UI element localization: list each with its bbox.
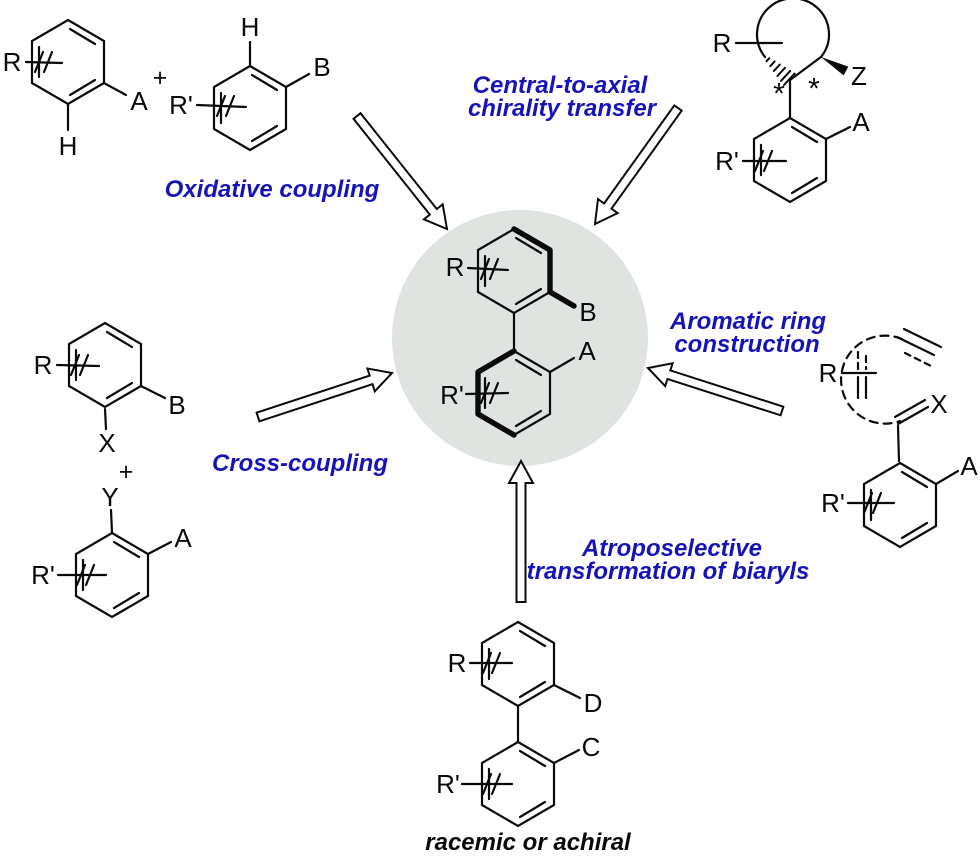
atom-label-r-prime: R' xyxy=(715,146,739,176)
ring-construction-structure: R X A R' xyxy=(819,327,978,549)
arrow-chirality-transfer xyxy=(593,104,684,226)
alkyne-bond xyxy=(902,327,943,349)
dashed-alkyne-bond xyxy=(903,351,933,368)
atom-label-a: A xyxy=(960,451,978,481)
atom-label-b: B xyxy=(579,297,596,327)
plus-sign: + xyxy=(119,458,134,486)
label-aromatic-ring-line2: construction xyxy=(674,331,819,358)
r-bond xyxy=(24,60,64,65)
label-racemic-or-achiral: racemic or achiral xyxy=(425,829,632,856)
cross-coupling-structure: R B X + Y A R' xyxy=(31,321,192,619)
label-atroposelective-line2: transformation of biaryls xyxy=(527,558,810,585)
stereocenter-star: * xyxy=(808,73,820,106)
c-bond xyxy=(552,748,581,765)
b-bond xyxy=(139,384,167,400)
atom-label-r-prime: R' xyxy=(440,380,464,410)
atom-label-r-prime: R' xyxy=(169,90,193,120)
atom-label-z: Z xyxy=(851,61,867,91)
central-biaryl-structure: R B A R' xyxy=(440,226,597,438)
atom-label-x: X xyxy=(98,428,115,458)
label-cross-coupling: Cross-coupling xyxy=(212,450,388,477)
central-highlight-circle xyxy=(392,210,648,466)
atom-label-r: R xyxy=(3,47,22,77)
atom-label-b: B xyxy=(313,52,330,82)
x-bond xyxy=(103,407,108,431)
label-central-to-axial-line1: Central-to-axial xyxy=(473,72,649,99)
label-oxidative-coupling: Oxidative coupling xyxy=(165,176,380,203)
atom-label-d: D xyxy=(584,688,603,718)
label-aromatic-ring-line1: Aromatic ring xyxy=(669,308,826,335)
bold-wedge-bond xyxy=(821,57,849,76)
atom-label-r: R xyxy=(448,648,467,678)
c-x-double-bond xyxy=(893,398,927,419)
atom-label-a: A xyxy=(130,86,148,116)
arrow-cross-coupling xyxy=(255,367,394,423)
atom-label-a: A xyxy=(578,336,596,366)
dashed-future-ring xyxy=(839,334,904,425)
atom-label-h: H xyxy=(241,12,260,42)
y-bond xyxy=(109,508,114,535)
atom-label-r-prime: R' xyxy=(821,488,845,518)
atom-label-a: A xyxy=(852,107,870,137)
atom-label-y: Y xyxy=(101,482,118,512)
benzene-ring xyxy=(862,461,938,549)
r-bond xyxy=(466,266,510,272)
benzene-ring xyxy=(212,64,288,152)
a-bond xyxy=(548,356,576,374)
a-bond xyxy=(934,469,960,486)
aryl-bond xyxy=(896,424,901,463)
d-bond xyxy=(552,683,582,700)
r-prime-bond xyxy=(464,391,510,396)
b-bond xyxy=(284,72,311,89)
atom-label-b: B xyxy=(168,390,185,420)
a-bond xyxy=(824,125,852,141)
a-bond xyxy=(146,540,173,556)
oxidative-coupling-structure: R A H + H B R' xyxy=(3,12,331,161)
atom-label-r-prime: R' xyxy=(31,560,55,590)
stereocenter-star: * xyxy=(773,78,785,111)
atom-label-c: C xyxy=(582,732,601,762)
c-x-double-bond xyxy=(896,405,930,426)
atom-label-r: R xyxy=(819,358,838,388)
r-bond xyxy=(55,363,101,368)
arrow-oxidative-coupling xyxy=(352,111,449,231)
atom-label-r: R xyxy=(446,252,465,282)
atom-label-a: A xyxy=(174,523,192,553)
alkyne-bond xyxy=(895,335,936,357)
chirality-transfer-structure: R Z * * A R' xyxy=(713,0,870,204)
arrow-atroposelective xyxy=(507,458,535,603)
atom-label-r-prime: R' xyxy=(436,769,460,799)
arrow-ring-construction xyxy=(646,362,785,417)
label-atroposelective-line1: Atroposelective xyxy=(581,535,762,562)
ring-bond xyxy=(788,55,823,82)
saturated-ring-arc xyxy=(755,0,831,59)
atom-label-r: R xyxy=(34,350,53,380)
label-central-to-axial-line2: chirality transfer xyxy=(468,95,658,122)
bold-edge-top-ring xyxy=(511,226,577,309)
atom-label-h: H xyxy=(59,131,78,161)
racemic-biaryl-structure: R D C R' xyxy=(436,620,603,828)
plus-sign: + xyxy=(153,64,168,92)
atom-label-x: X xyxy=(930,389,947,419)
a-bond xyxy=(102,81,128,97)
atom-label-r: R xyxy=(713,28,732,58)
